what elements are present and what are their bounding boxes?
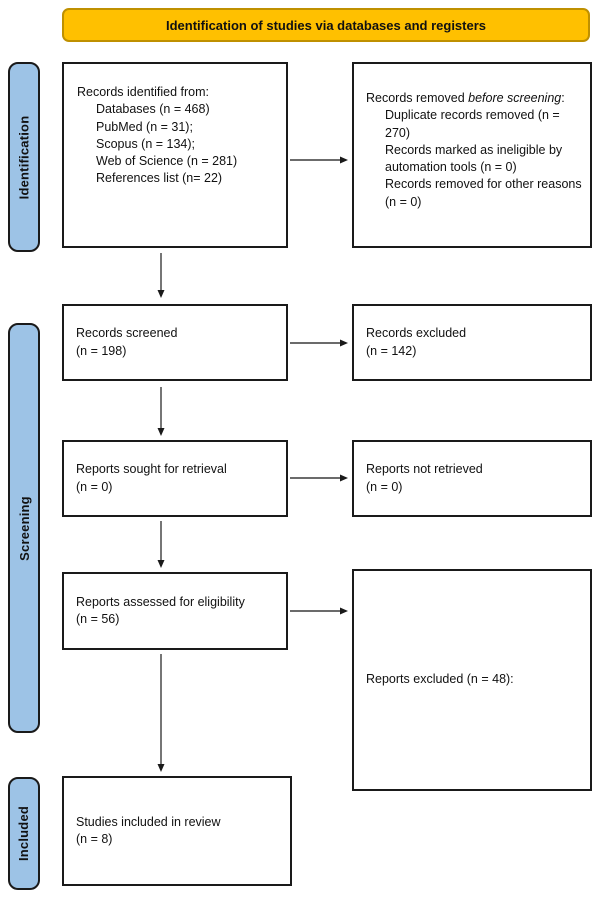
records-removed-item-duplicates: Duplicate records removed (n = 270) (385, 108, 560, 140)
records-screened-label: Records screened (76, 326, 178, 341)
records-removed-title-prefix: Records removed (366, 91, 469, 105)
records-excluded-count: (n = 142) (366, 343, 417, 358)
records-identified-title: Records identified from: (77, 85, 210, 99)
stage-screening: Screening (8, 323, 40, 733)
reports-assessed-label: Reports assessed for eligibility (76, 594, 245, 609)
box-studies-included: Studies included in review (n = 8) (62, 776, 292, 886)
records-identified-item-references: References list (n= 22) (96, 171, 223, 186)
box-records-identified: Records identified from: Databases (n = … (62, 62, 288, 248)
box-records-screened: Records screened (n = 198) (62, 304, 288, 381)
records-identified-item-databases: Databases (n = 468) (96, 102, 210, 117)
box-reports-assessed: Reports assessed for eligibility (n = 56… (62, 572, 288, 650)
reports-not-retrieved-count: (n = 0) (366, 479, 403, 494)
records-removed-item-automation: Records marked as ineligible by automati… (385, 142, 563, 174)
reports-sought-label: Reports sought for retrieval (76, 462, 227, 477)
stage-identification: Identification (8, 62, 40, 252)
studies-included-label: Studies included in review (76, 814, 221, 829)
stage-identification-label: Identification (16, 115, 32, 199)
records-removed-title-suffix: : (561, 91, 565, 105)
records-identified-item-pubmed: PubMed (n = 31); (96, 119, 193, 134)
records-identified-item-wos: Web of Science (n = 281) (96, 154, 238, 168)
reports-excluded-label: Reports excluded (n = 48): (366, 672, 514, 687)
studies-included-count: (n = 8) (76, 832, 113, 846)
records-removed-title-emphasis: before screening (468, 91, 562, 105)
records-removed-item-other: Records removed for other reasons (n = 0… (385, 177, 582, 209)
records-screened-count: (n = 198) (76, 343, 127, 358)
box-reports-sought: Reports sought for retrieval (n = 0) (62, 440, 288, 517)
reports-not-retrieved-label: Reports not retrieved (366, 462, 483, 477)
box-reports-excluded: Reports excluded (n = 48): (352, 569, 592, 791)
records-removed-title: Records removed before screening: (366, 90, 585, 107)
banner-identification-via-databases: Identification of studies via databases … (62, 8, 590, 42)
stage-included: Included (8, 777, 40, 890)
box-reports-not-retrieved: Reports not retrieved (n = 0) (352, 440, 592, 517)
banner-label: Identification of studies via databases … (165, 17, 487, 33)
records-identified-item-scopus: Scopus (n = 134); (96, 136, 196, 151)
reports-sought-count: (n = 0) (76, 479, 113, 494)
stage-screening-label: Screening (16, 495, 32, 561)
box-records-excluded: Records excluded (n = 142) (352, 304, 592, 381)
box-records-removed: Records removed before screening: Duplic… (352, 62, 592, 248)
reports-assessed-count: (n = 56) (76, 612, 120, 626)
records-excluded-label: Records excluded (366, 326, 467, 341)
stage-included-label: Included (16, 805, 32, 862)
